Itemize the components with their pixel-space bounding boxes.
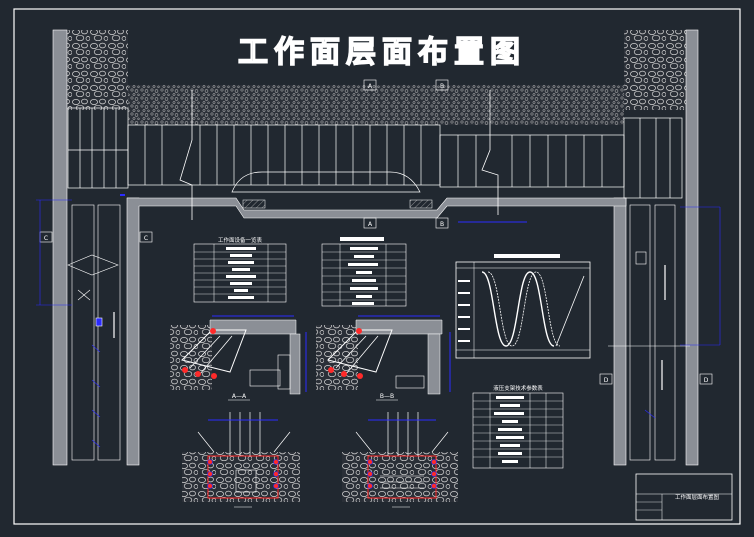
section-mark-c-left-label: C: [44, 235, 48, 242]
gob-hatch-left: [242, 199, 266, 209]
section-mark-a-top: [363, 79, 377, 91]
section-mark-d-right: [699, 373, 713, 385]
right-inner-wall: [613, 197, 627, 466]
right-rock-mass: [624, 30, 688, 110]
drawing-border: [13, 8, 741, 525]
roof-gravel-band: [128, 85, 624, 125]
left-wall: [52, 29, 68, 466]
section-mark-c-right: [139, 231, 153, 243]
right-roadway-detail: [608, 204, 721, 461]
gallery-floor: [127, 197, 627, 219]
equipment-table: 工作面设备一览表: [193, 236, 287, 303]
support-parameter-table-title: 液压支架技术参数表: [493, 384, 543, 392]
cross-section-left: A—A: [170, 315, 307, 401]
section-mark-d-right-label: D: [704, 377, 709, 384]
left-roadway-detail: [36, 199, 121, 461]
section-mark-b-bottom: [435, 217, 449, 229]
section-mark-b-top-label: B: [440, 83, 444, 90]
equipment-table-2: [321, 237, 407, 307]
break-line-right: [481, 90, 499, 215]
section-mark-a-bottom: [363, 217, 377, 229]
left-inner-wall: [126, 197, 140, 466]
plan-detail-left: [182, 412, 300, 508]
right-wall: [685, 29, 699, 466]
support-units-main: [127, 124, 441, 193]
plan-detail-right: [342, 412, 458, 508]
work-cycle-chart: [455, 254, 591, 359]
cross-section-right: B—B: [316, 315, 451, 401]
break-line-left: [179, 90, 193, 220]
support-units-left: [67, 107, 129, 189]
section-mark-a-bottom-label: A: [368, 221, 373, 228]
section-a-label: A—A: [232, 393, 247, 400]
section-mark-a-top-label: A: [368, 83, 373, 90]
section-mark-c-right-label: C: [144, 235, 148, 242]
section-mark-d-left: [599, 373, 613, 385]
gob-hatch-right: [409, 199, 433, 209]
title-block-name: 工作面层面布置图: [675, 493, 720, 501]
section-mark-b-top: [435, 79, 449, 91]
left-rock-mass: [58, 30, 128, 110]
section-mark-d-left-label: D: [604, 377, 609, 384]
section-b-label: B—B: [380, 393, 394, 400]
support-parameter-table: 液压支架技术参数表: [472, 384, 564, 469]
equipment-table-title: 工作面设备一览表: [218, 236, 263, 244]
title-block: 工作面层面布置图: [635, 473, 733, 521]
section-mark-b-bottom-label: B: [440, 221, 444, 228]
drawing-title: 工作面层面布置图: [238, 35, 526, 70]
support-units-right: [439, 117, 683, 199]
